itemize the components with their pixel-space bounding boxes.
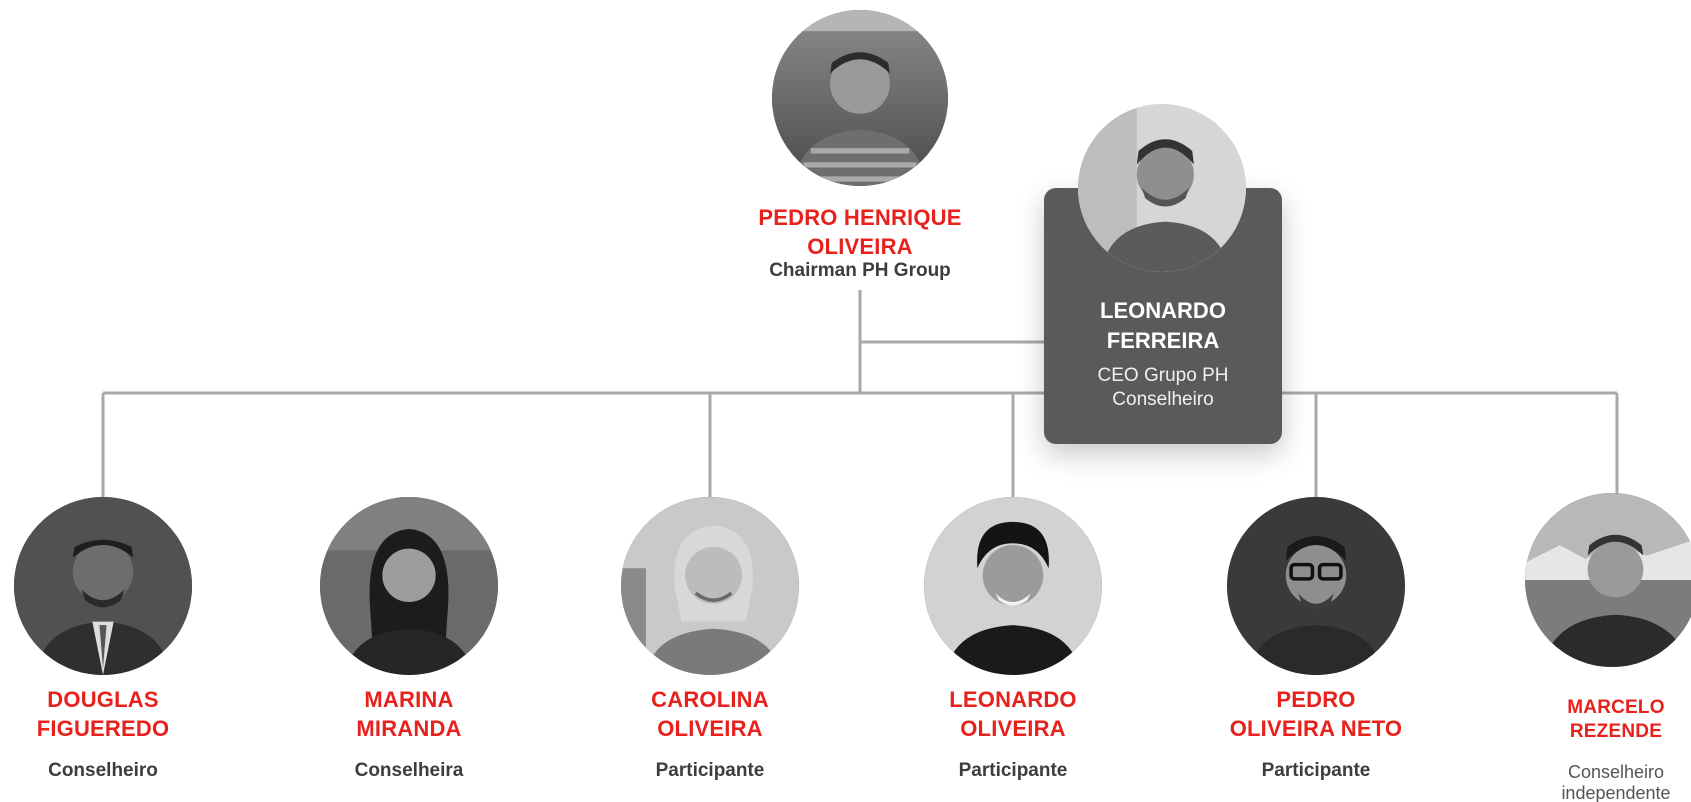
member-avatar-6 (1525, 493, 1691, 667)
member-avatar-5 (1227, 497, 1405, 675)
ceo-name: LEONARDO FERREIRA (1100, 298, 1226, 353)
member-name-4: LEONARDO OLIVEIRA (949, 687, 1077, 741)
member-avatar-2 (320, 497, 498, 675)
member-role-1: Conselheiro (48, 760, 158, 781)
member-avatar-4 (924, 497, 1102, 675)
member-avatar-3 (621, 497, 799, 675)
chairman-name: PEDRO HENRIQUE OLIVEIRA (758, 205, 962, 259)
member-name-1: DOUGLAS FIGUEREDO (36, 687, 170, 741)
member-avatar-1 (14, 497, 192, 675)
member-name-2: MARINA MIRANDA (356, 687, 462, 741)
member-name-3: CAROLINA OLIVEIRA (651, 687, 769, 741)
member-name-5: PEDRO OLIVEIRA NETO (1229, 687, 1403, 741)
member-role-6: Conselheiro independente (1561, 762, 1671, 802)
member-role-4: Participante (958, 760, 1068, 781)
ceo-avatar (1078, 104, 1246, 272)
chairman-role: Chairman PH Group (769, 260, 951, 281)
chairman-avatar (772, 10, 948, 186)
member-name-6: MARCELO REZENDE (1567, 697, 1665, 742)
ceo-role: CEO Grupo PH Conselheiro (1097, 365, 1229, 410)
member-role-3: Participante (655, 760, 765, 781)
member-role-2: Conselheira (354, 760, 464, 781)
member-role-5: Participante (1261, 760, 1371, 781)
